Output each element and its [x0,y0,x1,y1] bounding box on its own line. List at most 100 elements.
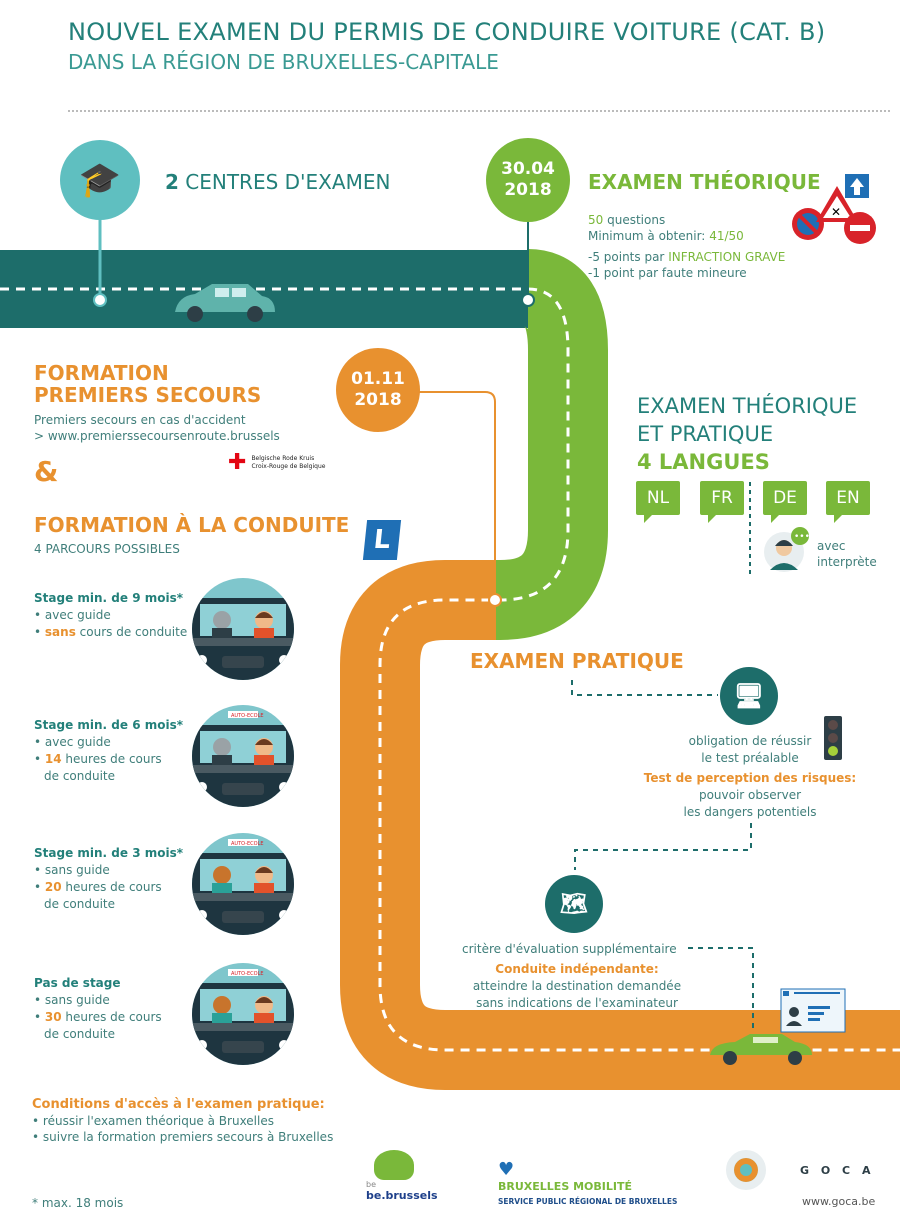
track-guide: avec guide [44,608,111,622]
car-interior-illustration: AUTO-ECOLE [192,833,294,935]
practical-heading: EXAMEN PRATIQUE [470,649,684,673]
page-subtitle: DANS LA RÉGION DE BRUXELLES-CAPITALE [68,50,499,74]
bruxelles-mobilite-logo: ♥ BRUXELLES MOBILITÉ SERVICE PUBLIC RÉGI… [498,1159,678,1207]
extra-criterion: critère d'évaluation supplémentaire [462,942,677,956]
marker-centres [93,293,107,307]
mobilite-sub: SERVICE PUBLIC RÉGIONAL DE BRUXELLES [498,1197,678,1206]
risk-test-title: Test de perception des risques: [643,771,857,785]
track-guide: avec guide [44,735,111,749]
track-title-suffix: mois* [140,846,184,860]
first-aid-date-badge: 01.11 2018 [336,348,420,432]
road-green [494,249,608,640]
be-brussels-text: be.brussels [366,1189,438,1202]
car-interior-illustration: AUTO-ECOLE [192,963,294,1065]
goca-url[interactable]: www.goca.be [802,1195,876,1208]
car-interior-illustration [192,578,294,680]
track-months: 9 [132,591,141,605]
questions-label: questions [607,213,666,227]
track-months: 6 [132,718,141,732]
auto-ecole-sign: AUTO-ECOLE [231,841,264,847]
track-title: Pas de stage [34,975,162,992]
language-fr: FR [700,481,744,523]
marker-first-aid [488,593,502,607]
language-de: DE [763,481,807,523]
languages-heading-line1: EXAMEN THÉORIQUE [637,394,858,418]
navigation-screen-icon: 🗺 [545,875,603,933]
interpreter-avatar-icon: ••• [764,527,810,572]
be-small: be [366,1180,376,1189]
track-title: Stage min. de 3 mois* [34,845,183,862]
condition-item: réussir l'examen théorique à Bruxelles [42,1114,274,1128]
centres-count: 2 [165,170,179,194]
theory-details: 50 questions Minimum à obtenir: 41/50 -5… [588,212,785,281]
language-en: EN [826,481,870,523]
hand-ok-icon [374,1150,414,1180]
grave-value: INFRACTION GRAVE [668,250,786,264]
interpreter-line2: interprète [817,555,877,569]
independent-line2: sans indications de l'examinateur [476,996,678,1010]
condition-item: suivre la formation premiers secours à B… [42,1130,334,1144]
svg-text:•••: ••• [794,532,810,542]
pre-test-line2: le test préalable [701,751,799,765]
track-1: Stage min. de 9 mois* • avec guide • san… [34,590,188,639]
pre-test-line1: obligation de réussir [688,734,812,748]
car-teal-icon [175,284,275,322]
risk-test-line2: les dangers potentiels [683,805,817,819]
track-title: Stage min. de 6 mois* [34,717,183,734]
track-title-suffix: mois* [140,591,184,605]
first-aid-date-day: 01.11 [351,369,405,389]
independent-title: Conduite indépendante: [495,962,659,976]
languages-heading-line3: 4 LANGUES [637,450,770,474]
car-interior-illustration: AUTO-ECOLE [192,705,294,807]
centres-label: CENTRES D'EXAMEN [185,170,391,194]
interpreter-line1: avec [817,539,846,553]
svg-text:✕: ✕ [831,205,841,219]
eye-icon [726,1150,766,1190]
track-title-text: Stage min. de [34,591,133,605]
track-2: Stage min. de 6 mois* • avec guide • 14 … [34,717,184,783]
languages-heading-line2: ET PRATIQUE [637,422,774,446]
track-guide: sans guide [44,993,110,1007]
driving-sub: 4 PARCOURS POSSIBLES [34,542,180,556]
track-highlight: 30 [44,1010,62,1024]
red-cross-line1: Belgische Rode Kruis [251,454,315,462]
auto-ecole-sign: AUTO-ECOLE [231,713,264,719]
practical-independent: critère d'évaluation supplémentaire Cond… [462,941,692,1012]
theory-date-badge: 30.04 2018 [486,138,570,222]
learner-badge-icon: L [362,520,402,560]
track-lessons: heures de cours [61,880,162,894]
track-months: 3 [132,846,141,860]
footnote: * max. 18 mois [32,1196,124,1210]
first-aid-description: Premiers secours en cas d'accident [34,413,246,427]
grave-prefix: -5 points par [588,250,665,264]
first-aid-heading-line2: PREMIERS SECOURS [34,383,262,407]
conditions: Conditions d'accès à l'examen pratique: … [32,1097,334,1144]
first-aid-desc: Premiers secours en cas d'accident > www… [34,412,280,444]
minimum-value: 41/50 [709,229,744,243]
road-center-line [0,287,900,1052]
red-cross-icon: ✚ [228,450,247,475]
track-lessons-cont: de conduite [44,897,116,911]
track-highlight: 14 [44,752,62,766]
track-title-suffix: mois* [140,718,184,732]
graduation-cap-icon: 🎓 [60,140,140,220]
traffic-signs-icon: ✕ [792,174,876,244]
track-title-text: Stage min. de [34,718,133,732]
marker-theory [521,293,535,307]
be-brussels-logo: be be.brussels [366,1150,438,1202]
first-aid-link[interactable]: > www.premierssecoursenroute.brussels [34,429,280,443]
minimum-label: Minimum à obtenir: [588,229,706,243]
driving-licence-icon [780,988,846,1033]
track-guide: sans guide [44,863,110,877]
track-title-text: Pas de stage [34,976,121,990]
red-cross-line2: Croix-Rouge de Belgique [251,462,326,470]
heart-icon: ♥ [498,1159,515,1180]
language-nl: NL [636,481,680,523]
conditions-title: Conditions d'accès à l'examen pratique: [32,1097,325,1112]
track-title: Stage min. de 9 mois* [34,590,187,607]
track-lessons-cont: de conduite [44,769,116,783]
track-3: Stage min. de 3 mois* • sans guide • 20 … [34,845,184,911]
first-aid-date-year: 2018 [354,390,402,410]
